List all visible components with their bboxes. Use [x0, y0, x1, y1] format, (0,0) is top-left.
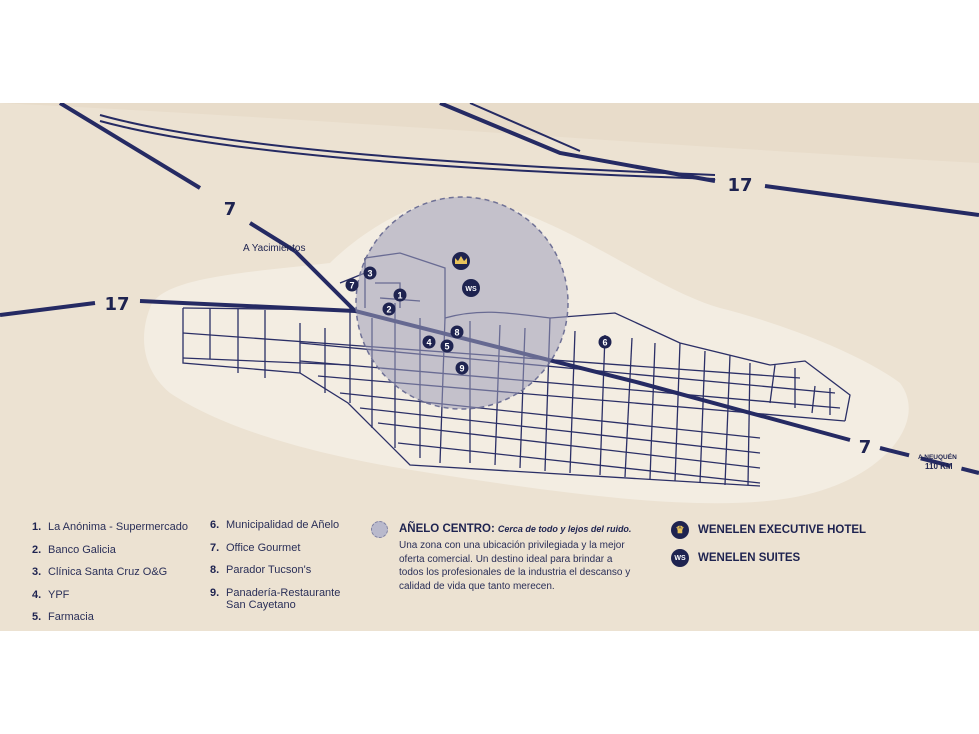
- anelo-centro-zone: [355, 196, 569, 410]
- direction-yacimientos: A Yacimientos: [243, 243, 305, 254]
- upper-terrain: [0, 103, 979, 163]
- legend-num: 1.: [32, 521, 42, 533]
- legend-text: Clínica Santa Cruz O&G: [48, 566, 168, 578]
- route-17-label-right: 17: [727, 175, 752, 196]
- crown-icon: [455, 256, 467, 264]
- legend-item-1: 1. La Anónima - Supermercado: [32, 521, 188, 544]
- pin-3-label: 3: [367, 269, 372, 279]
- legend-hotels: ♛ WENELEN EXECUTIVE HOTEL WS WENELEN SUI…: [671, 516, 866, 572]
- pin-2-label: 2: [386, 305, 391, 315]
- legend-text: Banco Galicia: [48, 543, 116, 556]
- direction-distance: 110 KM: [925, 462, 953, 471]
- ws-monogram-icon: WS: [671, 549, 689, 567]
- hotel-suites-name: WENELEN SUITES: [698, 552, 801, 564]
- legend-column-2: 6. Municipalidad de Añelo 7. Office Gourme…: [210, 519, 340, 621]
- legend-text-cont: San Cayetano: [226, 598, 296, 611]
- pin-5-label: 5: [444, 342, 449, 352]
- centro-title: AÑELO CENTRO:: [399, 523, 495, 535]
- centro-zone-swatch: [371, 521, 388, 538]
- pin-9-label: 9: [459, 364, 464, 374]
- pin-8-label: 8: [454, 328, 459, 338]
- legend-item-2: 2. Banco Galicia: [32, 544, 188, 567]
- direction-neuquen: A NEUQUÉN: [918, 452, 957, 461]
- legend-text: Municipalidad de Añelo: [226, 519, 340, 531]
- centro-description: Una zona con una ubicación privilegiada …: [399, 540, 631, 592]
- pin-8[interactable]: 8: [450, 325, 464, 339]
- pin-6-label: 6: [602, 338, 607, 348]
- map-svg: 17 17 7 7 A Yacimientos A NEUQUÉN 110 KM…: [0, 103, 979, 504]
- legend-item-4: 4. YPF: [32, 589, 188, 612]
- pin-3[interactable]: 3: [363, 266, 377, 280]
- route-7-label-top: 7: [224, 199, 237, 220]
- pin-6[interactable]: 6: [598, 335, 612, 349]
- legend-num: 5.: [32, 611, 42, 623]
- route-17-label-left: 17: [104, 294, 129, 315]
- legend-text: Farmacia: [48, 611, 94, 623]
- pin-7[interactable]: 7: [345, 278, 359, 292]
- pin-1[interactable]: 1: [393, 288, 407, 302]
- pin-2[interactable]: 2: [382, 302, 396, 316]
- legend-num: 7.: [210, 541, 220, 554]
- legend-num: 8.: [210, 564, 220, 576]
- legend-item-7: 7. Office Gourmet: [210, 542, 340, 565]
- pin-9[interactable]: 9: [455, 361, 469, 375]
- pin-4[interactable]: 4: [422, 335, 436, 349]
- centro-tagline: Cerca de todo y lejos del ruido.: [497, 524, 632, 534]
- legend-num: 4.: [32, 588, 42, 601]
- legend-num: 6.: [210, 519, 220, 531]
- ws-monogram-icon: WS: [465, 286, 477, 293]
- rail-lines: [99, 103, 716, 180]
- legend-text: Parador Tucson's: [226, 564, 312, 576]
- legend-hotel-executive: ♛ WENELEN EXECUTIVE HOTEL: [671, 516, 866, 544]
- legend-column-1: 1. La Anónima - Supermercado 2. Banco Gali…: [32, 521, 188, 634]
- pin-1-label: 1: [397, 291, 402, 301]
- hotel-executive-name: WENELEN EXECUTIVE HOTEL: [698, 524, 867, 536]
- legend-item-6: 6. Municipalidad de Añelo: [210, 519, 340, 542]
- pin-4-label: 4: [426, 338, 431, 348]
- legend-item-8: 8. Parador Tucson's: [210, 564, 340, 587]
- legend-item-3: 3. Clínica Santa Cruz O&G: [32, 566, 188, 589]
- legend-num: 9.: [210, 586, 220, 599]
- legend-text: La Anónima - Supermercado: [48, 521, 189, 533]
- legend-text: Office Gourmet: [226, 541, 301, 554]
- hotel-suites-pin[interactable]: WS: [462, 279, 480, 297]
- legend-item-5: 5. Farmacia: [32, 611, 188, 634]
- poi-pins: 1 2 3 4 5 6 7 8 9: [345, 266, 612, 375]
- pin-7-label: 7: [349, 281, 354, 291]
- route-7-label-bottom: 7: [859, 437, 872, 458]
- crown-icon: ♛: [671, 521, 689, 539]
- legend-text: Panadería-Restaurante: [226, 586, 341, 599]
- legend-text: YPF: [48, 588, 70, 601]
- legend-num: 3.: [32, 566, 42, 578]
- pin-5[interactable]: 5: [440, 339, 454, 353]
- legend-num: 2.: [32, 543, 42, 556]
- legend-centro: AÑELO CENTRO: Cerca de todo y lejos del …: [399, 523, 634, 593]
- legend-hotel-suites: WS WENELEN SUITES: [671, 544, 866, 572]
- hotel-executive-pin[interactable]: [452, 252, 470, 270]
- map-panel: 17 17 7 7 A Yacimientos A NEUQUÉN 110 KM…: [0, 103, 979, 631]
